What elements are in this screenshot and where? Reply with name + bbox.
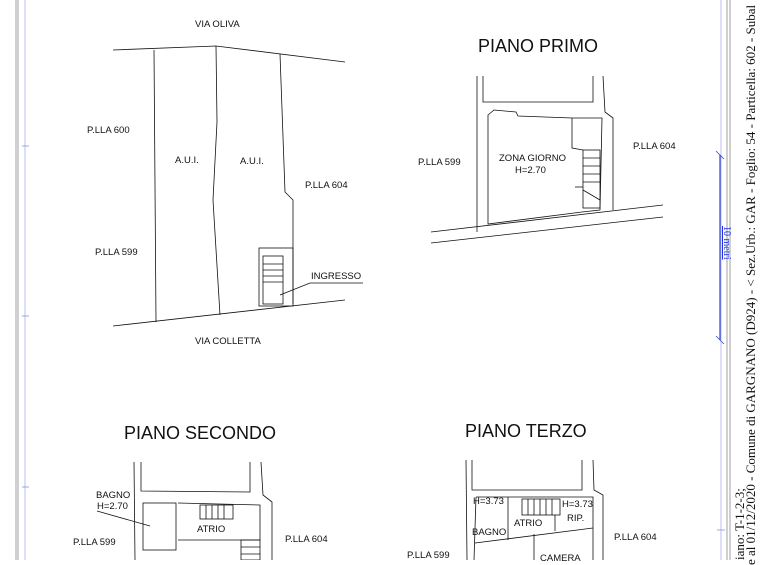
first-floor-title: PIANO PRIMO [478,36,599,56]
third-floor-plot-604: P.LLA 604 [614,532,657,543]
plot-600-label: P.LLA 600 [87,125,130,136]
second-floor-plot-599: P.LLA 599 [73,537,116,548]
third-floor-plot-599: P.LLA 599 [407,550,450,561]
entrance-label: INGRESSO [311,271,362,282]
cadastral-info-text: e al 01/12/2020 - Comune di GARGNANO (D9… [743,4,758,565]
second-floor-bathroom: BAGNO [96,490,131,501]
aui-label-1: A.U.I. [175,155,199,166]
third-floor-height-left: H=3.73 [473,496,504,507]
street-via-colletta: VIA COLLETTA [195,336,261,347]
ground-floor-plan [112,45,363,327]
aui-label-2: A.U.I. [240,156,264,167]
third-floor-plan [465,459,604,560]
third-floor-bedroom: CAMERA [540,553,581,564]
second-floor-title: PIANO SECONDO [124,423,277,443]
street-via-oliva: VIA OLIVA [195,19,240,30]
third-floor-atrium: ATRIO [514,518,543,529]
first-floor-plot-599: P.LLA 599 [418,157,461,168]
plot-604-label: P.LLA 604 [305,180,348,191]
scale-bar-label: 10 metri [721,226,732,260]
third-floor-title: PIANO TERZO [465,421,587,441]
first-floor-plan [430,75,664,244]
right-frame [715,0,731,560]
plot-599-label: P.LLA 599 [95,247,138,258]
third-floor-storage: RIP. [567,513,585,524]
second-floor-atrium: ATRIO [197,524,226,535]
second-floor-plan [96,461,273,560]
left-frame [15,0,29,560]
third-floor-height-right: H=3.73 [562,499,593,510]
second-floor-plot-604: P.LLA 604 [285,534,328,545]
first-floor-room: ZONA GIORNO [499,153,567,164]
third-floor-bathroom: BAGNO [472,527,507,538]
first-floor-plot-604: P.LLA 604 [633,141,676,152]
second-floor-height: H=2.70 [97,501,128,512]
first-floor-height: H=2.70 [515,165,546,176]
